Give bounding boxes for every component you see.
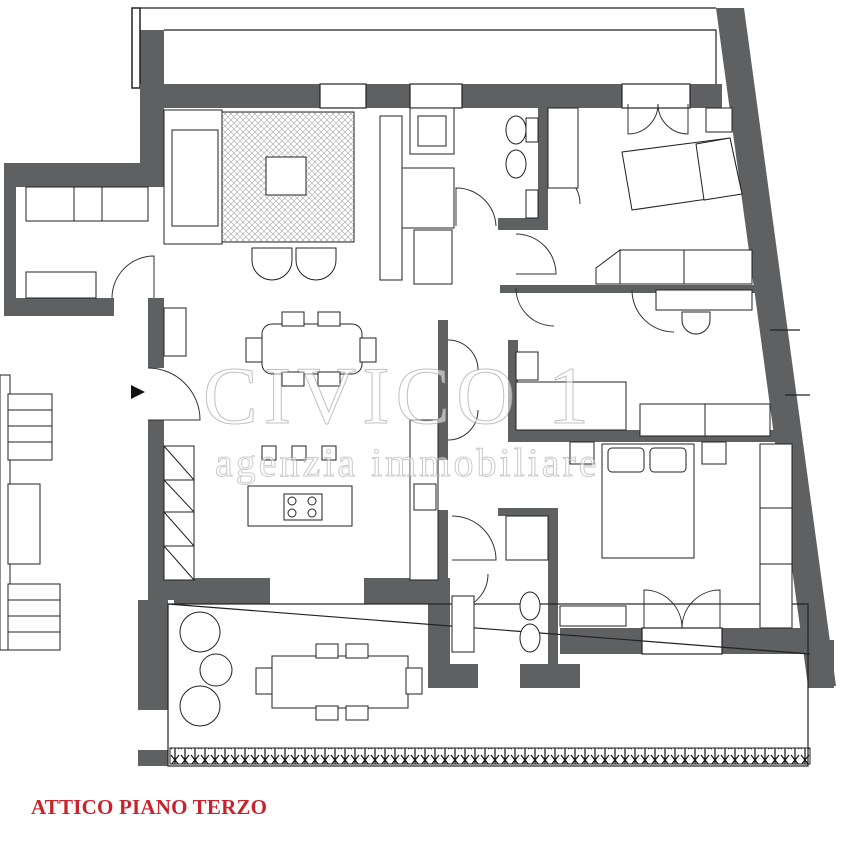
- bathroom-2: [451, 515, 549, 653]
- bedroom-2: [515, 351, 771, 437]
- bedroom-1: [547, 107, 753, 335]
- plan-title: ATTICO PIANO TERZO: [31, 795, 268, 819]
- doors: [111, 103, 721, 629]
- living-room: [163, 107, 455, 285]
- dining-table: [245, 311, 377, 387]
- master-bedroom: [559, 441, 793, 629]
- stairs: [7, 393, 61, 651]
- entry-furniture: [25, 186, 187, 357]
- bathroom-1: [505, 115, 539, 219]
- terrace: [169, 611, 811, 765]
- outlines: [140, 7, 811, 767]
- entrance-arrow-icon: [131, 385, 145, 399]
- walls: [0, 7, 836, 766]
- kitchen: [163, 419, 439, 581]
